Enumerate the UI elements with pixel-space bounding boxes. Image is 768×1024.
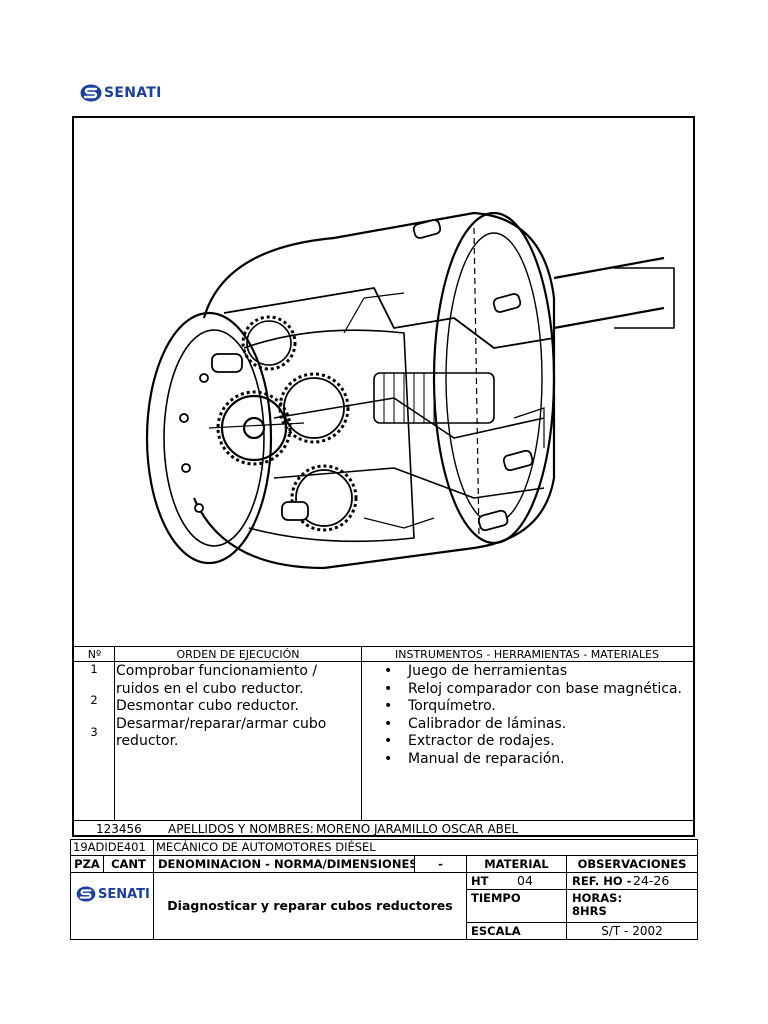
execution-steps: Comprobar funcionamiento / ruidos en el …: [116, 663, 356, 751]
escala-label: ESCALA: [471, 924, 521, 938]
column-divider: [114, 646, 115, 820]
ref-label: REF. HO -: [572, 874, 632, 888]
student-name: MORENO JARAMILLO OSCAR ABEL: [316, 822, 519, 836]
ref-value: 24-26: [633, 873, 670, 888]
task-title: Diagnosticar y reparar cubos reductores: [153, 872, 467, 940]
header-pza: PZA: [70, 855, 104, 873]
header-material: MATERIAL: [466, 855, 567, 873]
horas-label: HORAS:: [572, 891, 623, 905]
student-id: 123456: [96, 822, 142, 836]
tool-item: Calibrador de láminas.: [364, 716, 694, 734]
tool-item: Reloj comparador con base magnética.: [364, 681, 694, 699]
step-text: Comprobar funcionamiento / ruidos en el …: [116, 663, 318, 697]
tiempo-cell: TIEMPO: [466, 889, 567, 923]
step-number: 2: [90, 693, 98, 707]
senati-wordmark: SENATI: [104, 85, 162, 101]
step-text: Desmontar cubo reductor.: [116, 698, 300, 714]
tool-item: Extractor de rodajes.: [364, 733, 694, 751]
header-order: ORDEN DE EJECUCIÓN: [115, 646, 361, 662]
senati-emblem-icon: [80, 84, 102, 102]
column-divider: [361, 646, 362, 820]
senati-emblem-icon: [76, 886, 96, 902]
horas-cell: HORAS: 8HRS: [566, 889, 698, 923]
header-dash: -: [414, 855, 467, 873]
senati-wordmark: SENATI: [98, 886, 150, 902]
title-block: 19ADIDE401 MECÁNICO DE AUTOMOTORES DIÉSE…: [70, 839, 698, 940]
tool-item: Torquímetro.: [364, 698, 694, 716]
student-row: 123456 APELLIDOS Y NOMBRES: MORENO JARAM…: [74, 820, 693, 837]
ht-value: 04: [517, 873, 533, 888]
step-number: 3: [90, 725, 98, 739]
header-denominacion: DENOMINACION - NORMA/DIMENSIONES: [153, 855, 415, 873]
horas-value: 8HRS: [572, 904, 607, 918]
header-tools: INSTRUMENTOS - HERRAMIENTAS - MATERIALES: [361, 646, 693, 662]
tool-item: Juego de herramientas: [364, 663, 694, 681]
ht-cell: HT 04: [466, 872, 567, 890]
course-code: 19ADIDE401: [70, 839, 154, 856]
step-text: Desarmar/reparar/armar cubo reductor.: [116, 715, 327, 750]
sheet-ref: S/T - 2002: [566, 922, 698, 940]
escala-cell: ESCALA: [466, 922, 567, 940]
header-observaciones: OBSERVACIONES: [566, 855, 698, 873]
step-number: 1: [90, 662, 98, 676]
header-num: Nº: [74, 646, 115, 662]
senati-logo-small: SENATI: [76, 886, 150, 902]
logo-cell: SENATI: [70, 872, 154, 940]
reduction-hub-cutaway-illustration: [145, 211, 675, 570]
course-name: MECÁNICO DE AUTOMOTORES DIÉSEL: [153, 839, 698, 856]
worksheet-frame: Nº ORDEN DE EJECUCIÓN INSTRUMENTOS - HER…: [72, 116, 695, 837]
senati-logo: SENATI: [80, 84, 162, 102]
ref-cell: REF. HO - 24-26: [566, 872, 698, 890]
header-cant: CANT: [103, 855, 154, 873]
tool-item: Manual de reparación.: [364, 751, 694, 769]
tools-list: Juego de herramientas Reloj comparador c…: [364, 663, 694, 768]
student-name-label: APELLIDOS Y NOMBRES:: [168, 822, 314, 836]
ht-label: HT: [471, 874, 489, 888]
tiempo-label: TIEMPO: [471, 891, 521, 905]
